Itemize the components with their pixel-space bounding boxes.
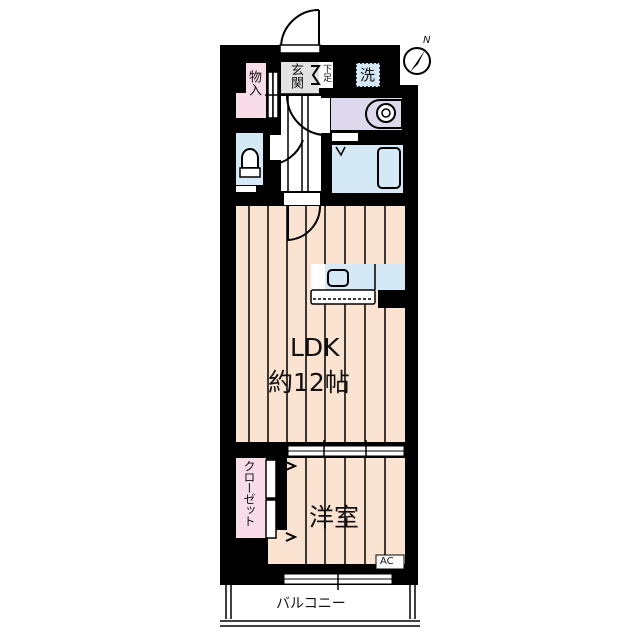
closet-area [236,458,266,538]
compass-label: N [423,35,431,46]
toilet [239,148,261,178]
bathtub [377,147,401,189]
balcony-label: バルコニー [276,596,346,612]
entrance-door [279,9,321,54]
sink [365,99,403,129]
ac-unit [375,554,405,570]
compass-icon [403,47,431,75]
washer-label: 洗 [360,66,376,84]
closet-doors [265,459,298,542]
ldk-name-label: LDK [290,333,340,362]
ldk-area-label: 約12帖 [268,368,350,397]
hallway [269,95,330,191]
balcony [220,585,420,627]
shoe-box-label: 下足 [321,64,331,82]
bathroom [332,145,403,193]
entrance-label: 玄関 [288,63,303,89]
washer-pan [355,62,381,88]
ac-label: AC [380,556,394,567]
ldk-room [236,193,405,442]
balcony-window [283,566,393,590]
storage-area [246,63,266,118]
western-room [268,458,405,564]
closet-label: クローゼット [242,460,256,526]
western-room-label: 洋室 [309,503,360,532]
kitchen-counter [310,264,405,308]
storage-door [265,71,285,119]
storage-label: 物入 [246,70,261,96]
entrance-area [281,62,319,94]
